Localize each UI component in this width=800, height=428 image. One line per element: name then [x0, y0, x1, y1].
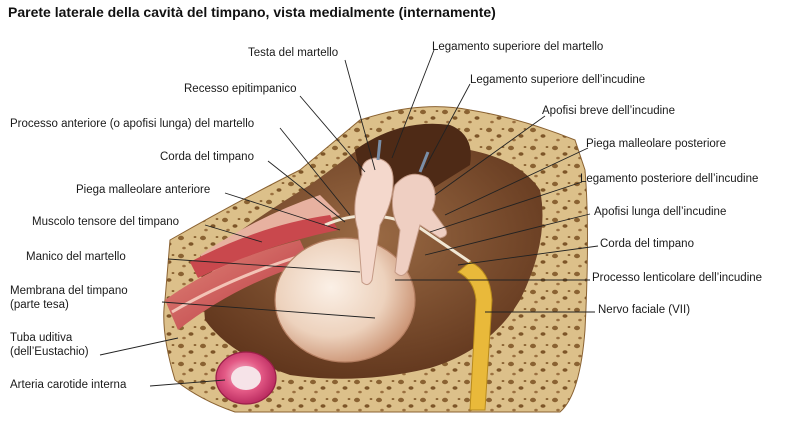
- incus: [391, 173, 448, 276]
- label-legamento-superiore-martello: Legamento superiore del martello: [432, 41, 604, 53]
- label-piega-malleolare-posteriore: Piega malleolare posteriore: [586, 138, 726, 150]
- label-manico-martello: Manico del martello: [26, 251, 126, 263]
- label-processo-anteriore-martello: Processo anteriore (o apofisi lunga) del…: [10, 118, 255, 130]
- label-corda-timpano-anteriore: Corda del timpano: [160, 151, 254, 163]
- label-tuba-eustachio: (dell’Eustachio): [10, 346, 89, 358]
- facial-nerve: [457, 261, 493, 411]
- auditory-tube: [165, 240, 310, 330]
- label-membrana-parte-tesa: (parte tesa): [10, 299, 69, 311]
- figure-title: Parete laterale della cavità del timpano…: [8, 4, 496, 20]
- label-recesso-epitimpanico: Recesso epitimpanico: [184, 83, 297, 95]
- label-legamento-posteriore-incudine: Legamento posteriore dell’incudine: [580, 173, 759, 185]
- auditory-tube-lumen: [171, 254, 301, 314]
- label-corda-timpano-posteriore: Corda del timpano: [600, 238, 694, 250]
- label-apofisi-lunga-incudine: Apofisi lunga dell’incudine: [594, 206, 727, 218]
- label-apofisi-breve-incudine: Apofisi breve dell’incudine: [542, 105, 675, 117]
- label-membrana-timpano: Membrana del timpano: [10, 285, 128, 297]
- label-muscolo-tensore-timpano: Muscolo tensore del timpano: [32, 216, 180, 228]
- label-legamento-superiore-incudine: Legamento superiore dell’incudine: [470, 74, 646, 86]
- label-tuba-uditiva: Tuba uditiva: [10, 332, 73, 344]
- leader-lines: [99, 49, 599, 387]
- tympanic-membrane: [274, 237, 416, 363]
- tensor-tympani-muscle: [190, 215, 338, 278]
- superior-ligaments: [376, 139, 430, 173]
- malleus: [354, 157, 394, 286]
- label-processo-lenticolare-incudine: Processo lenticolare dell’incudine: [592, 272, 763, 284]
- label-piega-malleolare-anteriore: Piega malleolare anteriore: [76, 184, 211, 196]
- label-nervo-faciale: Nervo faciale (VII): [598, 304, 691, 316]
- label-arteria-carotide-interna: Arteria carotide interna: [10, 379, 127, 391]
- label-testa-martello: Testa del martello: [248, 47, 339, 59]
